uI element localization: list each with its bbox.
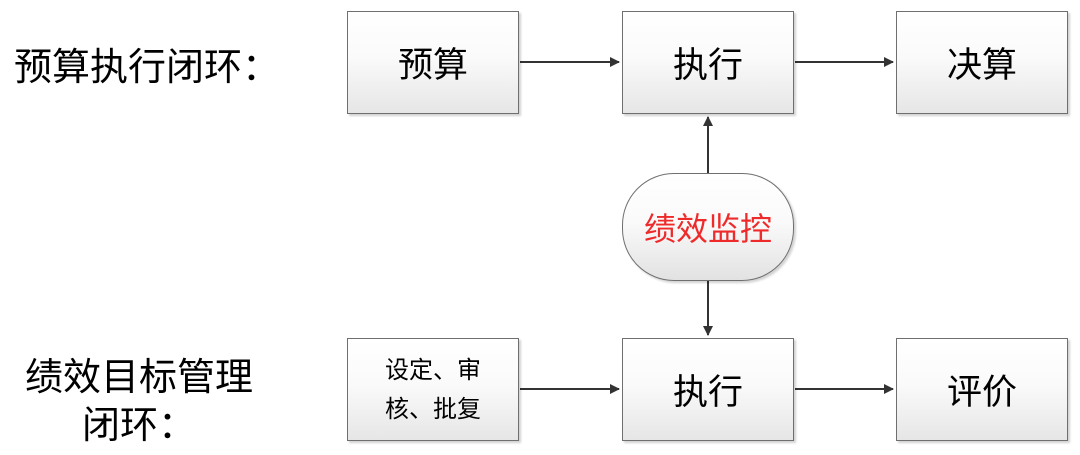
performance-loop-label-line1: 绩效目标管理 [24, 355, 253, 399]
execute-node-bottom-label: 执行 [672, 373, 743, 413]
set-review-approve-node: 设定、审 核、批复 [347, 338, 519, 441]
budget-loop-label: 预算执行闭环： [14, 45, 281, 89]
final-accounts-node-label: 决算 [946, 46, 1017, 86]
evaluate-node-label: 评价 [946, 373, 1017, 413]
evaluate-node: 评价 [896, 338, 1068, 441]
execute-node-top-label: 执行 [672, 46, 743, 86]
performance-loop-label-line2: 闭环： [81, 402, 196, 447]
performance-monitor-node: 绩效监控 [622, 173, 794, 281]
final-accounts-node: 决算 [896, 11, 1068, 114]
execute-node-bottom: 执行 [622, 338, 794, 441]
budget-node: 预算 [347, 11, 519, 114]
set-review-approve-label: 设定、审 核、批复 [385, 356, 481, 423]
performance-monitor-label: 绩效监控 [643, 210, 772, 248]
budget-node-label: 预算 [397, 46, 468, 86]
performance-loop-label: 绩效目标管理 闭环： [14, 354, 264, 449]
execute-node-top: 执行 [622, 11, 794, 114]
